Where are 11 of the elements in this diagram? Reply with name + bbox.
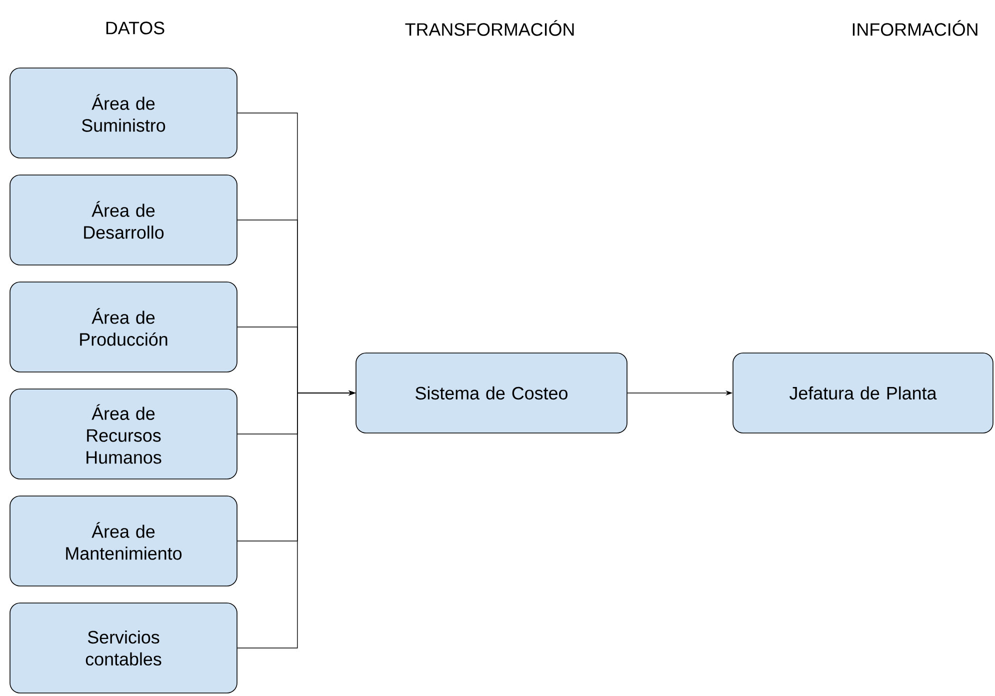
- process-box: Servicios contables: [10, 602, 238, 694]
- column-header: TRANSFORMACIÓN: [405, 20, 574, 36]
- column-header: DATOS: [106, 22, 164, 34]
- process-box: Área de Producción: [10, 282, 238, 372]
- process-box: Área de Suministro: [10, 68, 238, 158]
- process-box: Área de Mantenimiento: [10, 496, 238, 586]
- process-box: Jefatura de Planta: [732, 352, 994, 434]
- process-box: Área de Recursos Humanos: [10, 388, 238, 480]
- process-box: Sistema de Costeo: [356, 352, 628, 434]
- process-box: Área de Desarrollo: [10, 174, 238, 266]
- column-header: INFORMACIÓN: [852, 20, 978, 36]
